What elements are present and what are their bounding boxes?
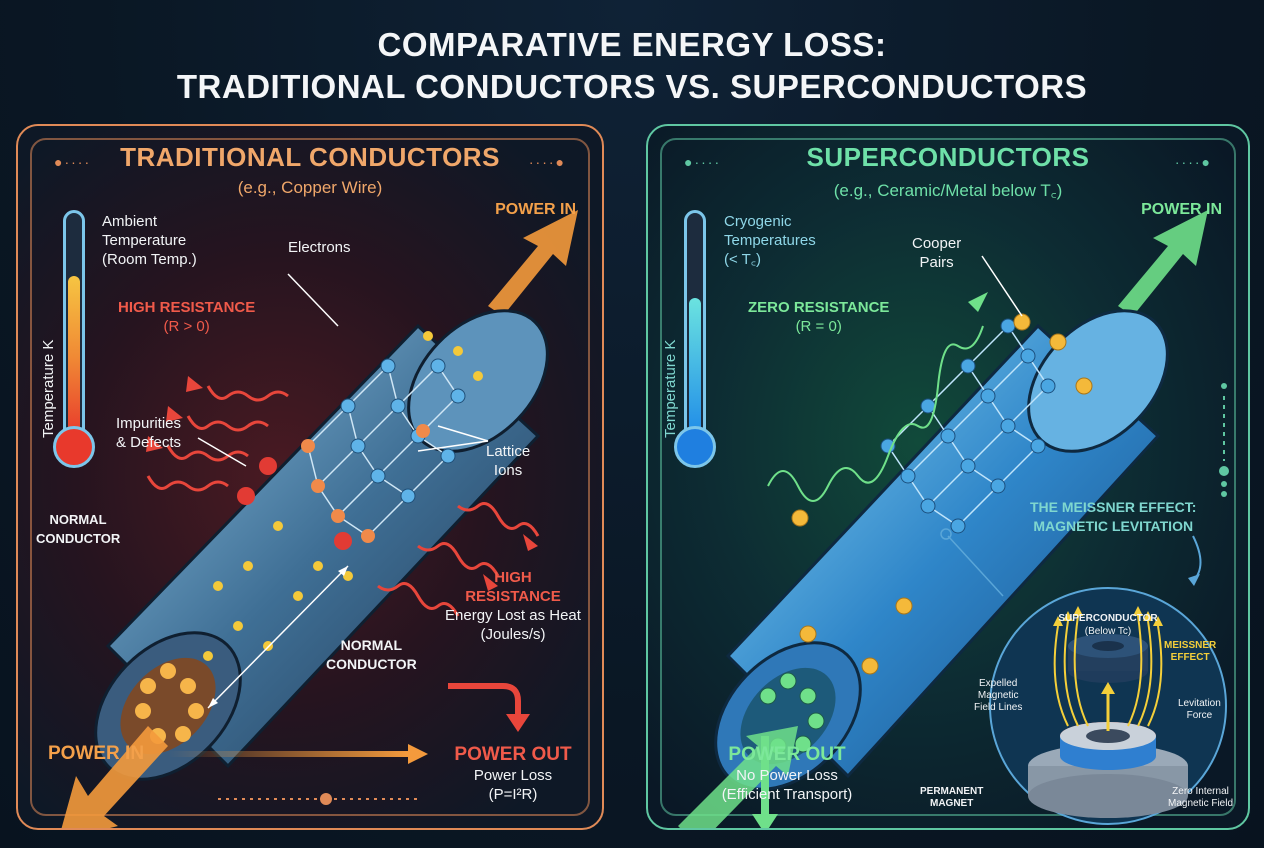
ambient-temperature-label: Ambient Temperature (Room Temp.) [102, 213, 197, 268]
panel-heading: SUPERCONDUCTORS [806, 142, 1090, 172]
thermometer-fill [68, 275, 80, 437]
panel-subheading: (e.g., Copper Wire) [237, 178, 383, 197]
panel-heading: TRADITIONAL CONDUCTORS [120, 142, 500, 172]
decorative-dots-left: ●···· [684, 154, 722, 170]
meissner-effect-title: THE MEISSNER EFFECT: MAGNETIC LEVITATION [1030, 499, 1197, 534]
power-flow-arrow-icon [168, 751, 408, 757]
panel-frame [30, 138, 590, 816]
normal-conductor-label: NORMAL CONDUCTOR [36, 512, 121, 546]
high-resistance-label: HIGH RESISTANCE (R > 0) [118, 299, 256, 335]
inset-meissner-label: MEISSNER EFFECT [1164, 640, 1217, 663]
conductor-length-label: NORMAL CONDUCTOR [326, 637, 417, 672]
power-in-arrow-icon [1118, 210, 1208, 316]
power-out-arrow-icon [752, 814, 778, 828]
power-in-arrow-icon [488, 210, 578, 316]
power-in-label-top: POWER IN [1141, 201, 1222, 218]
thermometer-bulb [674, 426, 716, 468]
zero-resistance-wave-icon [767, 325, 984, 502]
electrons-label: Electrons [288, 239, 351, 256]
impurities-label: Impurities & Defects [116, 415, 182, 451]
heat-loss-label: HIGH RESISTANCE Energy Lost as Heat (Jou… [445, 569, 581, 643]
decorative-dots-left: ●···· [54, 154, 92, 170]
superconductors-panel: ●···· ····● SUPERCONDUCTORS (e.g., Ceram… [646, 124, 1250, 830]
thermometer-bulb [53, 426, 95, 468]
cooper-pairs-label: Cooper Pairs [912, 235, 962, 271]
zero-resistance-label: ZERO RESISTANCE (R = 0) [748, 299, 890, 335]
thermometer-fill [689, 298, 701, 437]
page-title: COMPARATIVE ENERGY LOSS: TRADITIONAL CON… [0, 24, 1264, 108]
panel-frame [660, 138, 1236, 816]
power-out-flow-arrow-icon [61, 726, 168, 828]
levitation-force-arrow-icon [1101, 682, 1115, 694]
thermometer [63, 210, 85, 440]
lattice-ions-label: Lattice Ions [486, 443, 531, 479]
power-in-label-bottom: POWER IN [48, 743, 145, 764]
permanent-magnet-label: PERMANENT MAGNET [920, 786, 984, 809]
levitation-force-label: Levitation Force [1178, 698, 1221, 721]
power-in-label-top: POWER IN [495, 201, 576, 218]
copper-wire-illustration [61, 210, 578, 828]
superconductor-wire-illustration [678, 210, 1229, 828]
zero-internal-field-label: Zero Internal Magnetic Field [1168, 786, 1234, 809]
decorative-dots-right: ····● [1174, 154, 1212, 170]
traditional-conductors-panel: ●···· ····● TRADITIONAL CONDUCTORS (e.g.… [16, 124, 604, 830]
title-line-2: TRADITIONAL CONDUCTORS VS. SUPERCONDUCTO… [176, 68, 1088, 105]
decorative-dots-right: ····● [528, 154, 566, 170]
thermometer [684, 210, 706, 440]
power-out-label: POWER OUT Power Loss (P=I²R) [454, 744, 572, 803]
cryogenic-temperature-label: Cryogenic Temperatures (< T꜀) [724, 213, 816, 268]
title-line-1: COMPARATIVE ENERGY LOSS: [377, 26, 887, 63]
power-out-label: POWER OUT No Power Loss (Efficient Trans… [721, 744, 853, 803]
expelled-field-lines-label: Expelled Magnetic Field Lines [974, 678, 1023, 713]
inset-superconductor-label: SUPERCONDUCTOR (Below Tc) [1058, 613, 1158, 637]
panel-subheading: (e.g., Ceramic/Metal below T꜀) [833, 181, 1063, 200]
power-loss-arrow-icon [506, 714, 530, 732]
